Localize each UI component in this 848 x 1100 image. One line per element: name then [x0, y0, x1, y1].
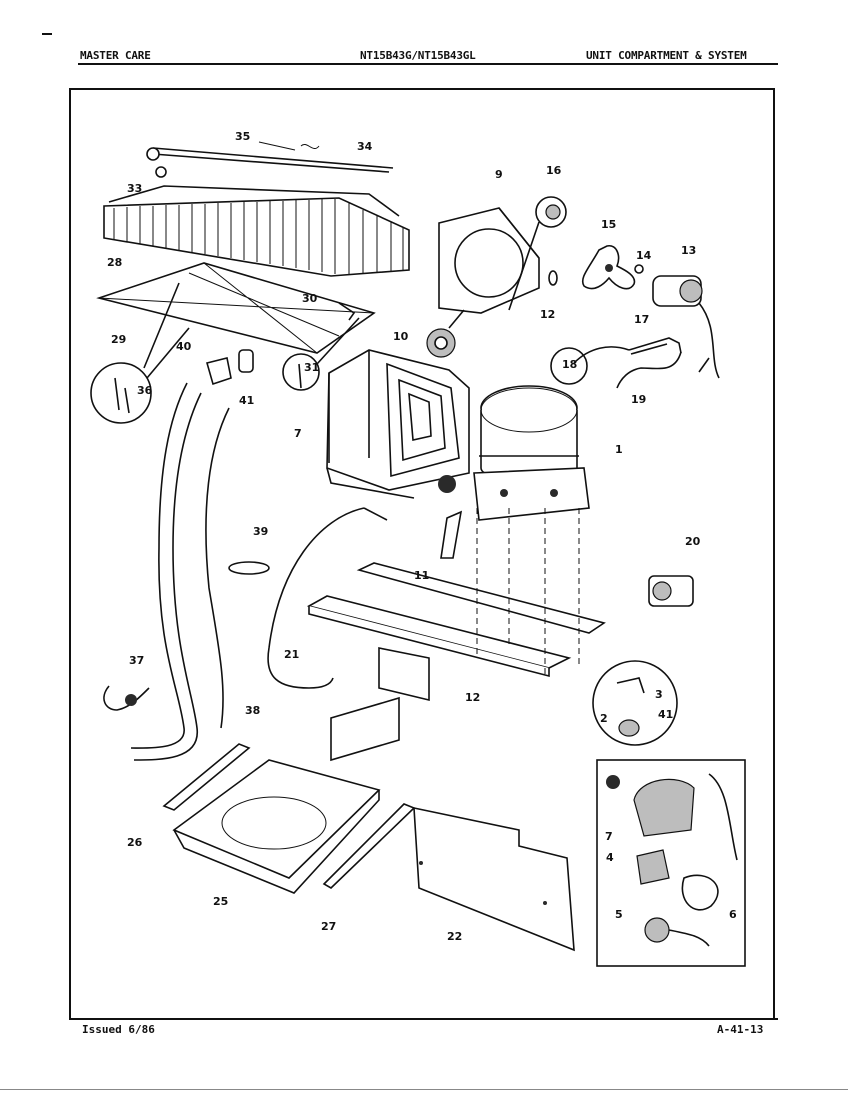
callout-39: 40: [176, 340, 192, 353]
callout-5: 5: [615, 908, 623, 921]
callout-33: 34: [357, 140, 373, 153]
callout-37: 38: [245, 704, 260, 717]
callout-22: 22: [447, 930, 462, 943]
footer-rule: [78, 1018, 778, 1020]
condenser-coil: [103, 147, 410, 277]
callout-40: 41: [239, 394, 254, 407]
callout-14: 13: [681, 244, 696, 257]
callout-24: 21: [284, 648, 299, 661]
callout-7: 7: [605, 830, 613, 843]
callout-23: 20: [685, 535, 701, 548]
header-brand: MASTER CARE: [80, 49, 151, 62]
fan-motor: [652, 275, 720, 379]
callout-13: 11: [414, 569, 429, 582]
header-model: NT15B43G/NT15B43GL: [360, 49, 476, 62]
header-section: UNIT COMPARTMENT & SYSTEM: [586, 49, 747, 62]
footer-issued: Issued 6/86: [82, 1023, 155, 1036]
callout-38: 39: [253, 525, 268, 538]
fan-blade: [581, 245, 636, 290]
callout-10: 9: [495, 168, 503, 181]
callout-12: 12: [465, 691, 480, 704]
callout-29: 29: [111, 333, 126, 346]
callout-21: 19: [631, 393, 646, 406]
callout-3: 3: [655, 688, 663, 701]
callout-34: 35: [235, 130, 250, 143]
callout-18: 17: [634, 313, 649, 326]
evaporator: [326, 349, 470, 499]
callout-41: 41: [658, 708, 673, 721]
callout-1: 1: [615, 443, 623, 456]
callout-15: 15: [601, 218, 616, 231]
callout-25: 25: [213, 895, 228, 908]
callout-4: 4: [606, 851, 614, 864]
callout-11: 10: [393, 330, 409, 343]
detail-inset: [596, 759, 746, 967]
callout-36: 37: [129, 654, 144, 667]
base-frame: [306, 508, 606, 762]
callout-17: 12: [540, 308, 555, 321]
callout-32: 33: [127, 182, 142, 195]
header-rule: [78, 63, 778, 65]
drain-plate: [96, 262, 376, 369]
callout-31: 31: [304, 361, 319, 374]
callout-30: 30: [302, 292, 318, 305]
callout-28: 28: [107, 256, 122, 269]
footer-page-code: A-41-13: [717, 1023, 764, 1036]
corner-mark: [42, 33, 52, 35]
callout-19: 16: [546, 164, 562, 177]
callout-16: 14: [636, 249, 652, 262]
compressor: [473, 385, 590, 521]
callout-27: 27: [321, 920, 336, 933]
callout-35: 36: [137, 384, 153, 397]
callout-2: 2: [600, 712, 608, 725]
callout-6: 6: [729, 908, 737, 921]
fan-shroud: [426, 207, 540, 358]
exploded-parts-diagram: 35 34 33 28 9 16 15 14 13 12 17 18 19 30…: [90, 130, 746, 967]
page-bottom-rule: [0, 1089, 848, 1090]
callout-9: 7: [294, 427, 302, 440]
callout-20: 18: [562, 358, 577, 371]
callout-26: 26: [127, 836, 143, 849]
drip-pan: [172, 759, 381, 894]
